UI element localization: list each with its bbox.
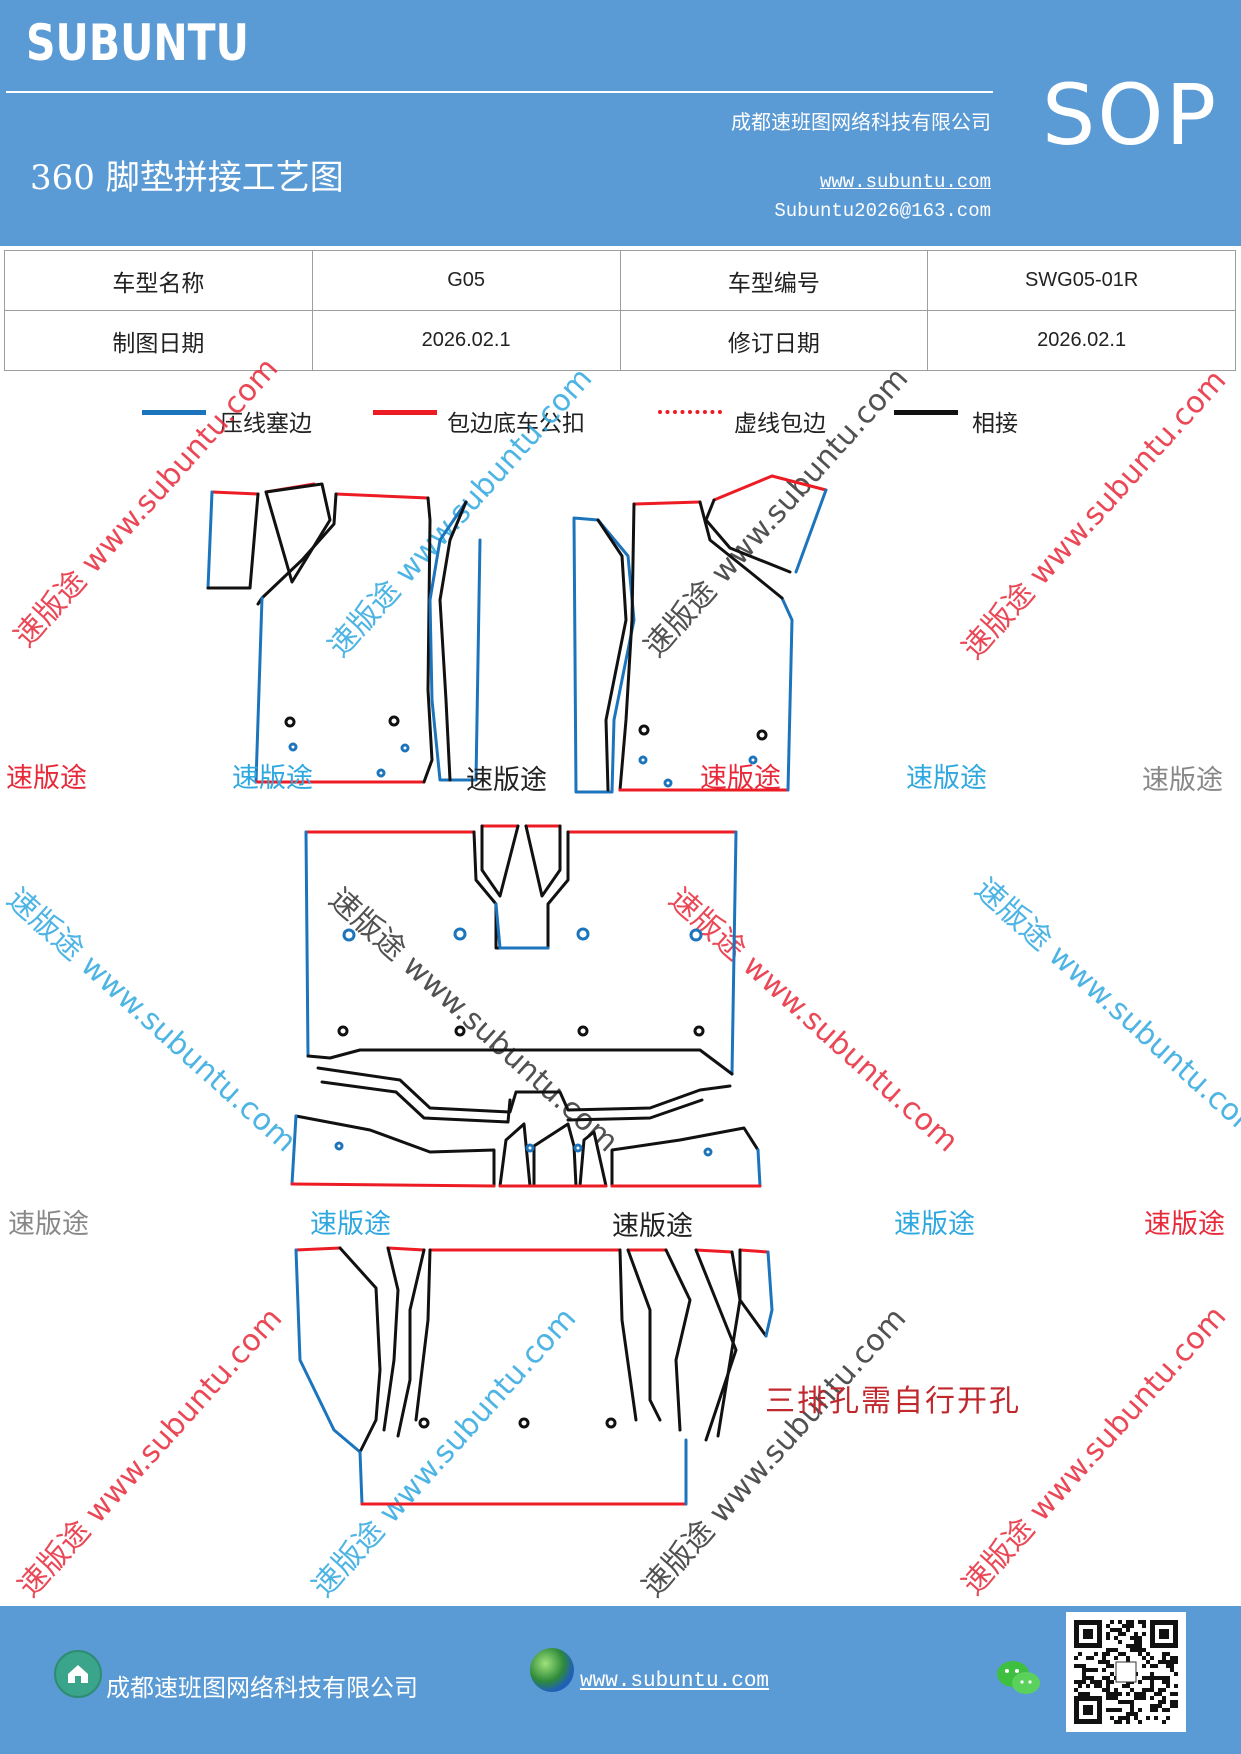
mat-piece-front-left-strip	[428, 500, 482, 782]
revise-date-value: 2026.02.1	[927, 310, 1236, 371]
drilling-note: 三排孔需自行开孔	[765, 1384, 1021, 1419]
home-icon	[54, 1650, 102, 1698]
legend-item-press-line: 压线塞边	[142, 404, 342, 437]
email-address[interactable]: Subuntu2026@163.com	[774, 200, 991, 222]
legend-label: 包边底车公扣	[447, 411, 585, 437]
mat-piece-front-left-top	[206, 490, 260, 590]
watermark-text: 速版途	[1142, 765, 1223, 796]
watermark-text: 速版途	[700, 763, 781, 794]
legend-item-wrap-edge: 包边底车公扣	[373, 404, 613, 437]
legend-label: 压线塞边	[220, 411, 312, 437]
company-name: 成都速班图网络科技有限公司	[731, 110, 991, 134]
mat-piece-third-row-main	[294, 1246, 774, 1506]
mat-piece-front-left-v	[264, 482, 332, 584]
legend-label: 虚线包边	[734, 411, 826, 437]
header-banner: SUBUNTU 成都速班图网络科技有限公司 360 脚垫拼接工艺图 www.su…	[0, 0, 1241, 246]
watermark-text: 速版途	[232, 763, 313, 794]
header-divider	[6, 91, 993, 93]
legend-swatch-blue	[142, 410, 206, 415]
watermark-text: 速版途	[894, 1209, 975, 1240]
mat-piece-tunnel-strip	[316, 1066, 732, 1124]
footer-company-name: 成都速班图网络科技有限公司	[106, 1674, 418, 1702]
model-code-label: 车型编号	[619, 250, 929, 311]
watermark-text: 速版途	[6, 763, 87, 794]
legend-swatch-red	[373, 410, 437, 415]
website-link[interactable]: www.subuntu.com	[819, 171, 991, 193]
mat-piece-center-clips	[498, 1122, 608, 1188]
mat-piece-front-right-strip	[572, 516, 636, 794]
legend-swatch-dotted	[658, 410, 722, 414]
table-row: 制图日期 2026.02.1 修订日期 2026.02.1	[4, 310, 1236, 371]
watermark-text: 速版途	[906, 763, 987, 794]
footer-website-link[interactable]: www.subuntu.com	[580, 1670, 770, 1693]
mat-piece-second-row-main	[304, 824, 738, 1076]
mat-piece-front-left-main	[254, 492, 434, 784]
mat-piece-front-right-wedge	[704, 474, 828, 574]
watermark-text: 速版途	[466, 765, 547, 796]
vehicle-info-table: 车型名称 G05 车型编号 SWG05-01R 制图日期 2026.02.1 修…	[4, 250, 1236, 371]
brand-logo: SUBUNTU	[26, 14, 249, 72]
model-code-value: SWG05-01R	[927, 250, 1236, 311]
draw-date-value: 2026.02.1	[311, 310, 621, 371]
revise-date-label: 修订日期	[619, 310, 929, 371]
sop-badge: SOP	[1042, 66, 1219, 164]
legend-label: 相接	[972, 411, 1018, 437]
footer-banner: 成都速班图网络科技有限公司 www.subuntu.com	[0, 1606, 1241, 1754]
draw-date-label: 制图日期	[4, 310, 313, 371]
qr-code	[1066, 1612, 1186, 1732]
watermark-text: 速版途	[8, 1209, 89, 1240]
model-name-value: G05	[311, 250, 621, 311]
table-row: 车型名称 G05 车型编号 SWG05-01R	[4, 250, 1236, 311]
globe-icon	[530, 1648, 574, 1692]
mat-piece-rear-left-lower	[290, 1114, 496, 1188]
model-name-label: 车型名称	[4, 250, 313, 311]
legend-swatch-black	[894, 410, 958, 415]
wechat-icon[interactable]	[996, 1658, 1042, 1698]
watermark-text: 速版途	[310, 1209, 391, 1240]
watermark-text: 速版途	[1144, 1209, 1225, 1240]
legend-item-dotted-edge: 虚线包边	[658, 404, 858, 437]
mat-piece-front-right-main	[618, 500, 794, 792]
page-title: 360 脚垫拼接工艺图	[30, 158, 344, 198]
watermark-text: 速版途	[612, 1211, 693, 1242]
mat-piece-rear-right-lower	[610, 1126, 762, 1188]
legend-item-joint: 相接	[894, 404, 1034, 437]
